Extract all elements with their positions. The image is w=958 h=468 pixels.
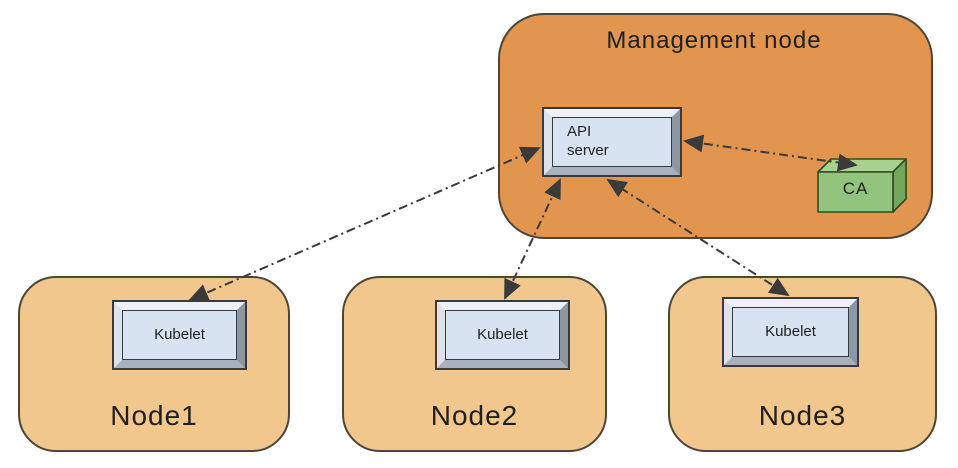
ca-label: CA [842,179,869,198]
node3-label: Node3 [758,400,847,431]
arrow-kubelet2-api-server [504,178,561,300]
kubelet3-label: Kubelet [765,322,816,340]
arrow-kubelet3-api-server [606,178,790,297]
kubelet1-bevel: Kubelet [114,302,245,368]
node1-label: Node1 [110,400,198,431]
kubelet3-box: Kubelet [722,297,859,367]
api-server-bevel: API server [544,109,680,175]
arrow-api-server-ca [683,134,858,172]
node2-label: Node2 [430,400,519,431]
arrow-kubelet1-api-server [188,146,541,302]
kubelet3-bevel: Kubelet [724,299,857,365]
kubelet2-bevel: Kubelet [437,302,568,368]
kubelet2-box: Kubelet [435,300,570,370]
management-node-label: Management node [606,27,822,54]
api-server-box: API server [542,107,682,177]
kubelet1-label: Kubelet [154,325,205,343]
kubelet1-box: Kubelet [112,300,247,370]
kubelet2-label: Kubelet [477,325,528,343]
api-server-label: API server [567,123,609,159]
ca-box-front-face [817,171,894,213]
